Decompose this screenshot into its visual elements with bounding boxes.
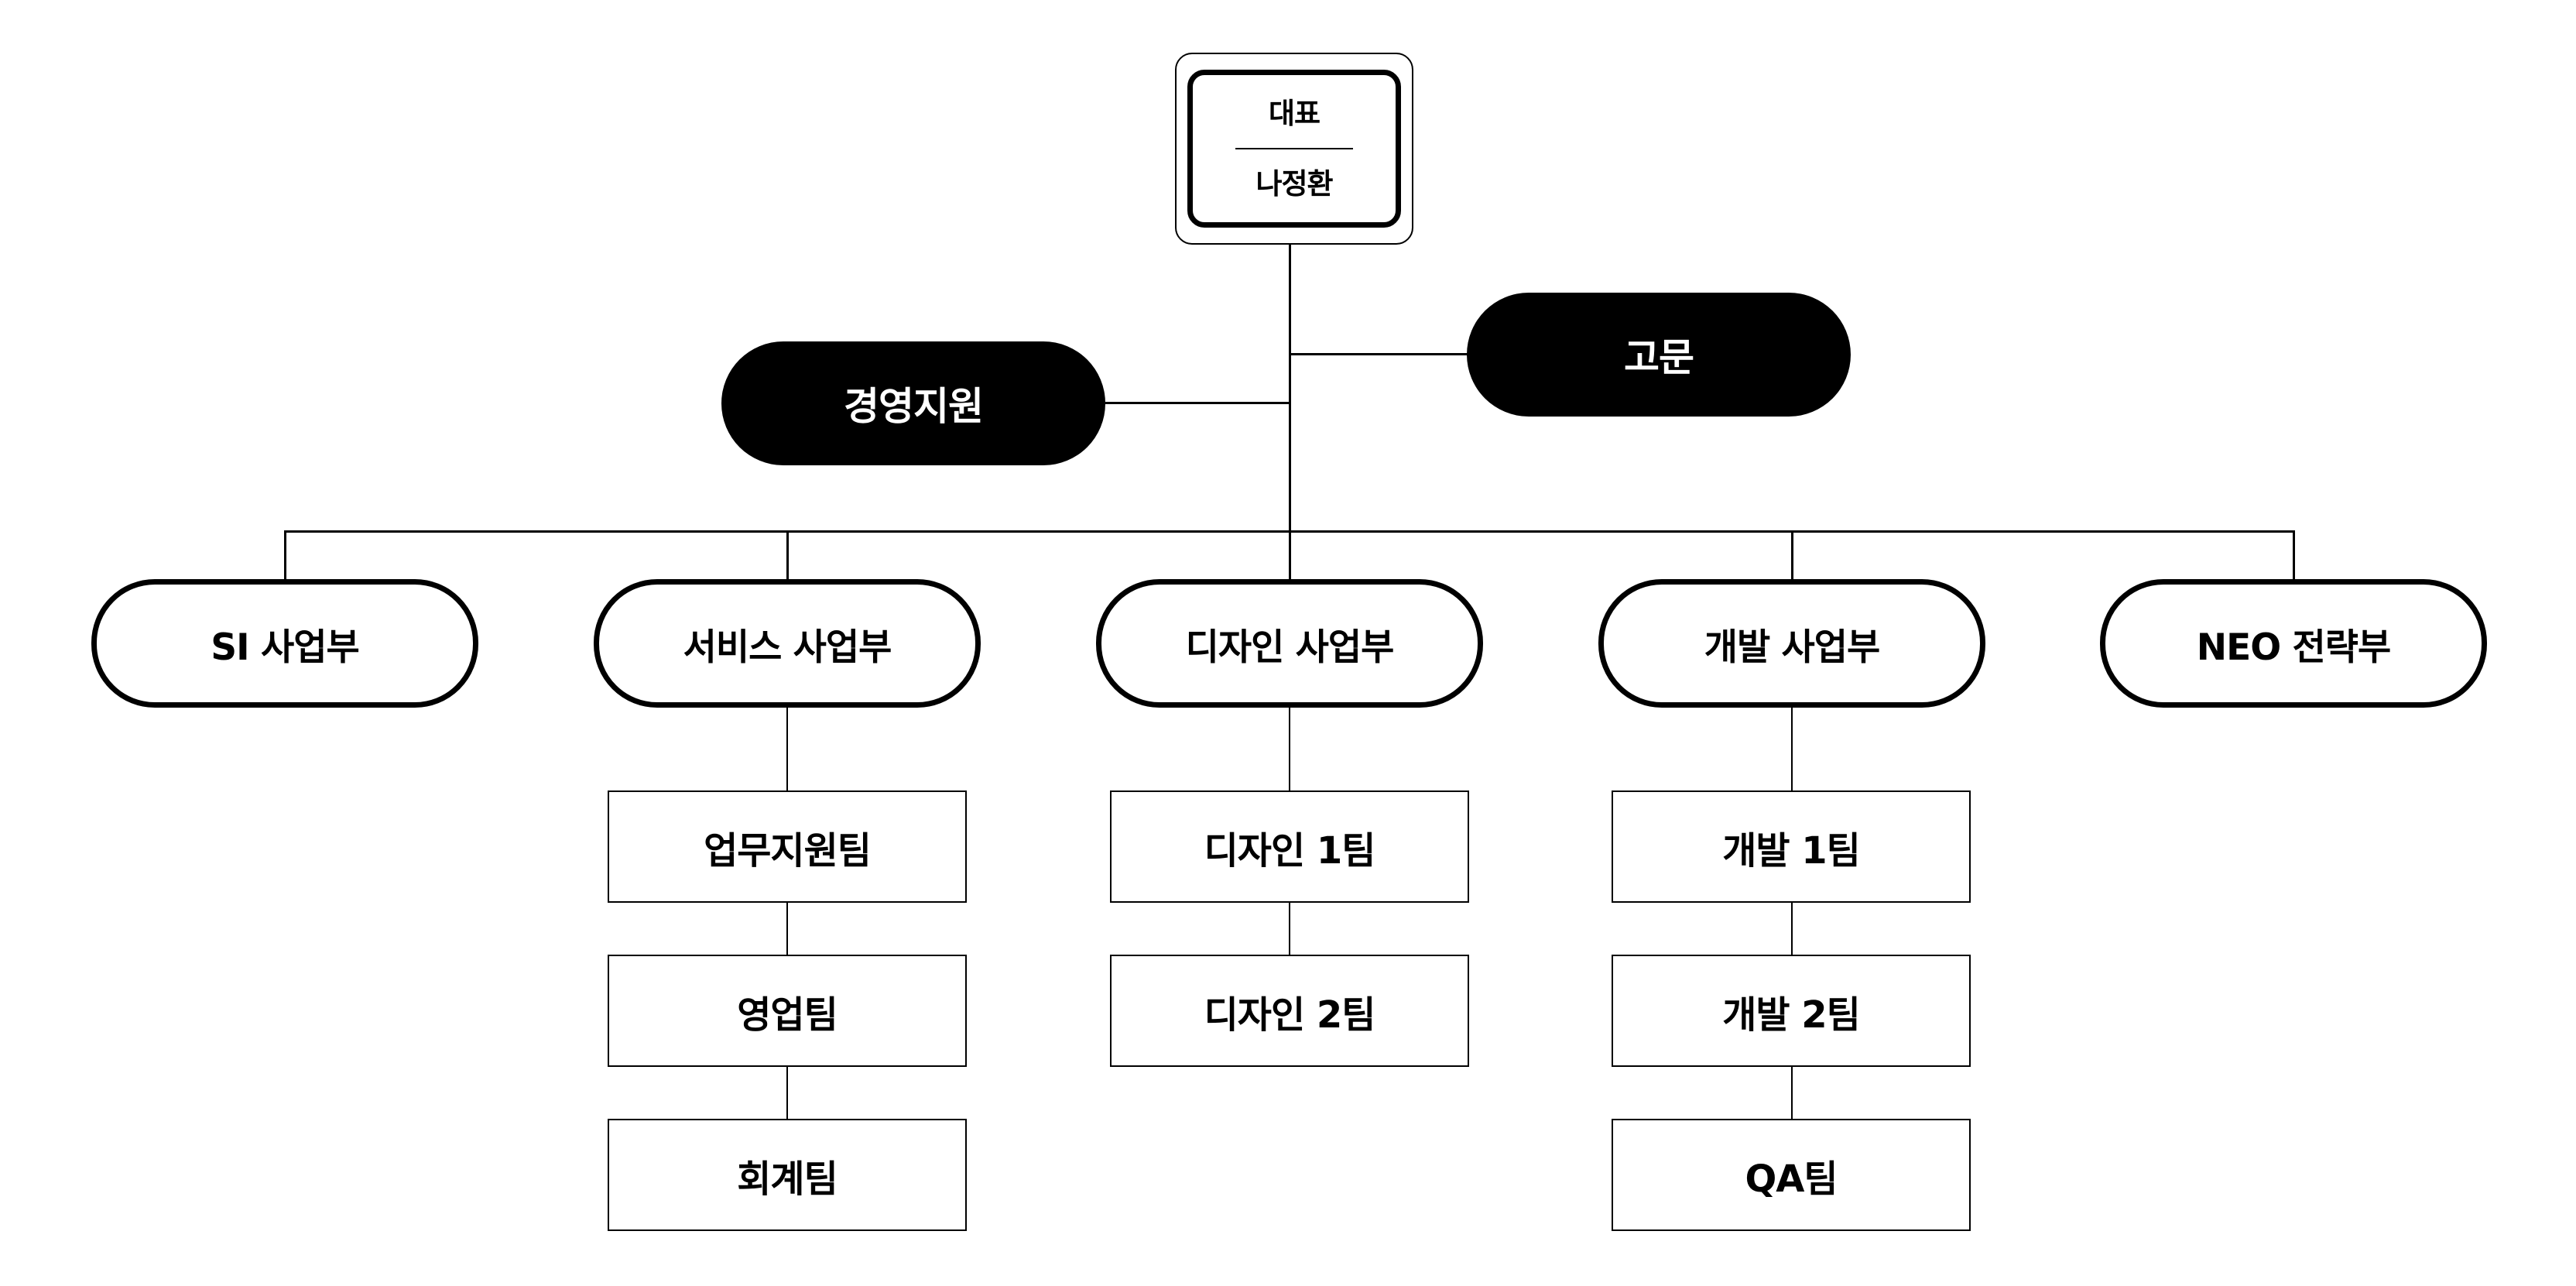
management-connector-line [1105,402,1290,404]
division-label: 개발 사업부 [1704,626,1881,669]
team-label: QA팀 [1745,1157,1838,1201]
team-box: 디자인 1팀 [1110,790,1469,903]
dev-teams-line [1791,707,1793,1120]
team-box: 개발 1팀 [1612,790,1971,903]
management-support-label: 경영지원 [844,384,984,429]
team-label: 개발 1팀 [1722,828,1861,873]
management-support-node: 경영지원 [721,341,1105,465]
division-si: SI 사업부 [91,579,478,708]
service-teams-line [786,707,788,1120]
division-drop-line-design [1289,530,1291,581]
team-box: 디자인 2팀 [1110,955,1469,1067]
team-box: QA팀 [1612,1119,1971,1231]
advisor-node: 고문 [1467,293,1851,417]
division-label: NEO 전략부 [2196,626,2391,669]
team-box: 회계팀 [608,1119,967,1231]
division-drop-line-neo [2293,530,2295,581]
ceo-divider [1235,148,1353,149]
division-design: 디자인 사업부 [1096,579,1483,708]
advisor-connector-line [1290,353,1470,355]
division-label: 디자인 사업부 [1185,626,1395,669]
division-drop-line-dev [1791,530,1793,581]
team-label: 업무지원팀 [704,828,872,873]
team-label: 개발 2팀 [1722,993,1861,1037]
ceo-stem-line [1289,245,1291,579]
team-box: 영업팀 [608,955,967,1067]
team-label: 디자인 2팀 [1204,993,1376,1037]
advisor-label: 고문 [1624,335,1694,380]
ceo-node: 대표 나정환 [1187,70,1401,228]
division-label: 서비스 사업부 [683,626,892,669]
division-neo: NEO 전략부 [2100,579,2487,708]
team-label: 디자인 1팀 [1204,828,1376,873]
team-label: 회계팀 [737,1157,838,1201]
ceo-title: 대표 [1268,97,1321,130]
division-drop-line-service [786,530,789,581]
team-box: 업무지원팀 [608,790,967,903]
ceo-name: 나정환 [1255,167,1333,201]
division-label: SI 사업부 [211,626,359,669]
division-dev: 개발 사업부 [1598,579,1985,708]
team-box: 개발 2팀 [1612,955,1971,1067]
team-label: 영업팀 [737,993,838,1037]
division-service: 서비스 사업부 [594,579,981,708]
division-drop-line-si [284,530,286,581]
